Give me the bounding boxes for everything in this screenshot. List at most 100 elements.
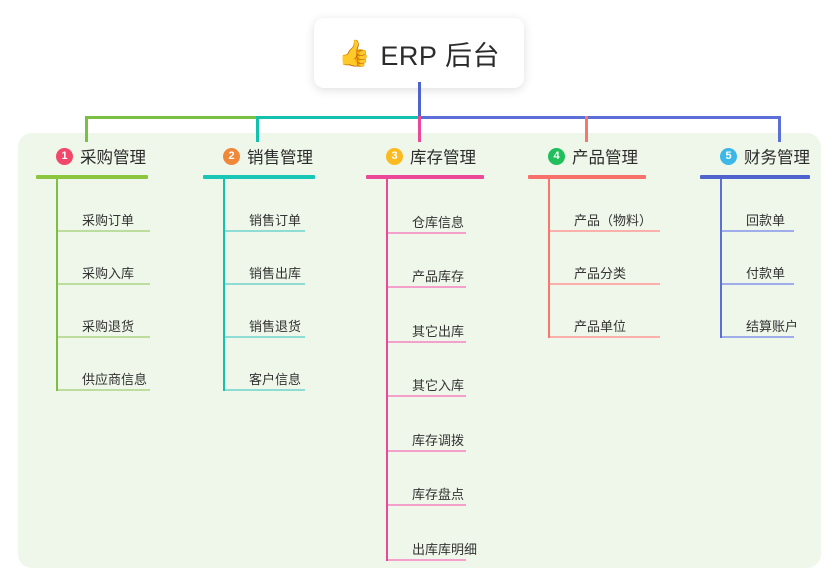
branch-title: 库存管理 — [410, 149, 476, 167]
branch-child-underline — [225, 336, 305, 338]
branch-children: 采购订单采购入库采购退货供应商信息 — [56, 179, 186, 391]
branch-child-item[interactable]: 库存盘点 — [386, 452, 516, 506]
branch-child-label: 仓库信息 — [412, 214, 465, 230]
branch-child-underline — [388, 286, 466, 288]
branch-child-item[interactable]: 销售订单 — [223, 179, 343, 232]
branch-child-item[interactable]: 库存调拨 — [386, 397, 516, 452]
branch-child-item[interactable]: 出库库明细 — [386, 506, 516, 561]
branch-child-item[interactable]: 产品分类 — [548, 232, 678, 285]
branch-child-item[interactable]: 其它入库 — [386, 343, 516, 397]
branch-child-label: 产品库存 — [412, 269, 465, 284]
branch-children: 回款单付款单结算账户 — [720, 179, 820, 338]
branch-column-4: 4 产品管理产品（物料） 产品分类产品单位 — [528, 143, 678, 338]
branch-number-badge: 4 — [548, 147, 565, 165]
branch-spine — [386, 179, 388, 561]
branch-child-underline — [388, 558, 466, 561]
branch-spine — [720, 179, 722, 338]
connector-bus-segment-1 — [85, 116, 257, 119]
branch-column-2: 2 销售管理销售订单销售出库销售退货客户信息 — [203, 143, 343, 391]
branch-child-underline — [225, 283, 305, 285]
branch-child-item[interactable]: 付款单 — [720, 232, 820, 285]
branch-child-item[interactable]: 产品单位 — [548, 285, 678, 338]
branch-header-3[interactable]: 3 库存管理 — [366, 143, 516, 169]
branch-child-label: 销售订单 — [249, 213, 302, 228]
branch-child-underline — [550, 230, 660, 232]
branch-children: 仓库信息产品库存其它出库其它入库库存调拨库存盘点出库库明细 — [386, 179, 516, 561]
branch-title: 销售管理 — [247, 149, 313, 167]
branch-number-badge: 3 — [386, 147, 403, 165]
branch-child-label: 采购订单 — [82, 213, 135, 228]
connector-drop-3 — [418, 116, 421, 142]
branch-child-underline — [388, 504, 466, 506]
branch-child-underline — [58, 336, 150, 338]
branch-child-item[interactable]: 结算账户 — [720, 285, 820, 338]
branch-header-2[interactable]: 2 销售管理 — [203, 143, 343, 169]
branch-child-label: 出库库明细 — [412, 541, 478, 557]
branch-child-label: 产品（物料） — [574, 213, 653, 228]
root-title: ERP 后台 — [380, 40, 500, 71]
branch-column-3: 3 库存管理仓库信息产品库存其它出库其它入库库存调拨库存盘点出库库明细 — [366, 143, 516, 561]
connector-drop-2 — [256, 116, 259, 142]
branch-child-underline — [388, 340, 466, 343]
branch-child-item[interactable]: 销售退货 — [223, 285, 343, 338]
branch-underline — [528, 175, 646, 179]
branch-child-item[interactable]: 回款单 — [720, 179, 820, 232]
branch-child-underline — [722, 336, 794, 338]
branch-underline — [36, 175, 148, 179]
branch-child-item[interactable]: 客户信息 — [223, 338, 343, 391]
branch-child-item[interactable]: 销售出库 — [223, 232, 343, 285]
branch-child-label: 付款单 — [746, 266, 786, 281]
connector-bus-segment-2 — [256, 116, 419, 119]
branch-child-underline — [225, 389, 305, 391]
branch-child-underline — [722, 230, 794, 232]
branch-child-label: 产品单位 — [574, 319, 627, 334]
branch-child-item[interactable]: 其它出库 — [386, 288, 516, 343]
branch-child-underline — [58, 389, 150, 391]
branch-child-label: 库存盘点 — [412, 487, 465, 502]
thumbs-up-icon: 👍 — [338, 38, 371, 68]
branch-child-underline — [58, 283, 150, 285]
branch-child-label: 销售退货 — [249, 319, 302, 334]
branch-child-underline — [388, 395, 466, 397]
branch-title: 产品管理 — [572, 149, 638, 167]
branch-spine — [56, 179, 58, 391]
connector-drop-1 — [85, 116, 88, 142]
branch-child-label: 客户信息 — [249, 372, 302, 387]
branch-child-underline — [550, 336, 660, 338]
branch-children: 销售订单销售出库销售退货客户信息 — [223, 179, 343, 391]
connector-drop-5 — [778, 116, 781, 142]
branch-number-badge: 1 — [56, 147, 73, 165]
branch-child-underline — [58, 230, 150, 232]
branch-child-item[interactable]: 供应商信息 — [56, 338, 186, 391]
branch-header-4[interactable]: 4 产品管理 — [528, 143, 678, 169]
root-node[interactable]: 👍 ERP 后台 — [314, 18, 524, 88]
branches-panel — [18, 133, 821, 568]
branch-child-label: 其它出库 — [412, 323, 465, 339]
connector-drop-4 — [585, 116, 588, 142]
branch-underline — [203, 175, 315, 179]
branch-child-item[interactable]: 产品库存 — [386, 234, 516, 288]
connector-trunk — [418, 82, 421, 118]
branch-child-item[interactable]: 采购订单 — [56, 179, 186, 232]
branch-child-item[interactable]: 采购退货 — [56, 285, 186, 338]
branch-number-badge: 2 — [223, 147, 240, 165]
branch-child-underline — [722, 283, 794, 285]
connector-bus-segment-3 — [418, 116, 780, 119]
branch-child-item[interactable]: 仓库信息 — [386, 179, 516, 234]
branch-spine — [223, 179, 225, 391]
branch-spine — [548, 179, 550, 338]
branch-child-label: 结算账户 — [746, 319, 799, 334]
branch-child-underline — [388, 449, 466, 452]
branch-children: 产品（物料） 产品分类产品单位 — [548, 179, 678, 338]
branch-child-label: 其它入库 — [412, 378, 465, 393]
branch-child-item[interactable]: 产品（物料） — [548, 179, 678, 232]
branch-child-label: 供应商信息 — [82, 372, 148, 387]
branch-underline — [700, 175, 810, 179]
branch-child-label: 库存调拨 — [412, 432, 465, 448]
branch-child-item[interactable]: 采购入库 — [56, 232, 186, 285]
branch-title: 财务管理 — [744, 149, 810, 167]
